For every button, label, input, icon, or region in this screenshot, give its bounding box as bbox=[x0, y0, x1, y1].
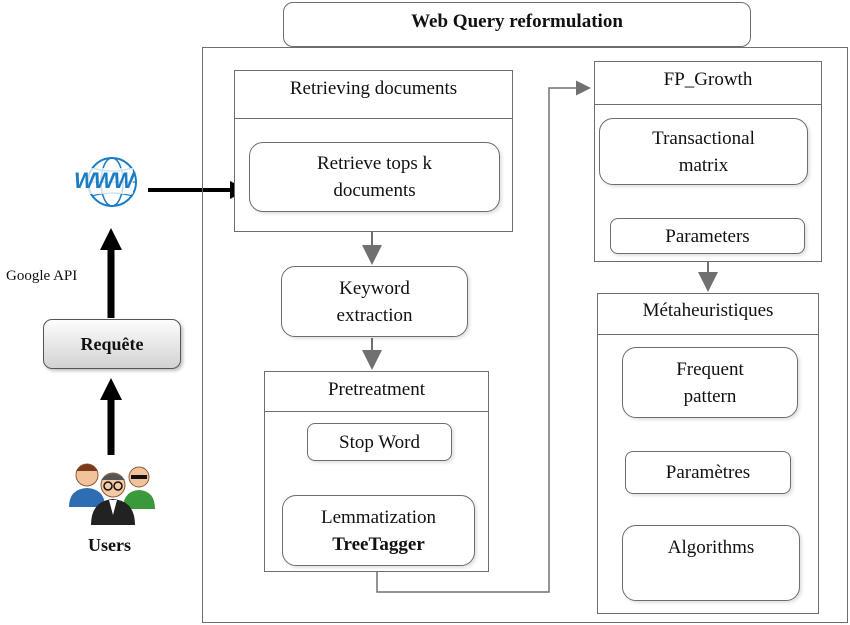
lemmatization-label: Lemmatization bbox=[320, 506, 436, 528]
diagram-title: Web Query reformulation bbox=[411, 11, 623, 32]
lemmatization-box: Lemmatization TreeTagger bbox=[282, 495, 475, 566]
main-container bbox=[202, 47, 848, 623]
metaheuristiques-header: Métaheuristiques bbox=[598, 294, 818, 335]
frequent-pattern-box: Frequent pattern bbox=[622, 347, 798, 418]
retrieve-tops-k-box: Retrieve tops k documents bbox=[249, 142, 500, 212]
keyword-extraction-line2: extraction bbox=[336, 304, 413, 326]
users-icon bbox=[63, 455, 163, 527]
users-to-requete-arrow bbox=[100, 378, 122, 455]
google-api-label: Google API bbox=[6, 268, 78, 284]
frequent-line1: Frequent bbox=[676, 358, 744, 380]
www-globe-icon: WWW bbox=[72, 146, 148, 216]
parameters-box: Parameters bbox=[610, 218, 805, 254]
requete-to-www-arrow bbox=[100, 228, 122, 318]
stop-word-label: Stop Word bbox=[339, 431, 420, 453]
title-box: Web Query reformulation bbox=[283, 2, 751, 47]
parametres-label: Paramètres bbox=[665, 462, 751, 483]
transactional-line2: matrix bbox=[678, 154, 729, 176]
parametres-box: Paramètres bbox=[625, 451, 791, 494]
pretreatment-to-fpgrowth-connector bbox=[376, 80, 591, 593]
requete-button[interactable]: Requête bbox=[43, 319, 181, 369]
transactional-matrix-box: Transactional matrix bbox=[599, 118, 808, 185]
pretreatment-header: Pretreatment bbox=[265, 372, 488, 412]
algorithms-box: Algorithms bbox=[622, 525, 800, 601]
retrieve-tops-k-line2: documents bbox=[333, 180, 416, 201]
keyword-extraction-line1: Keyword bbox=[339, 277, 410, 299]
www-icon-text: WWW bbox=[74, 168, 134, 194]
fp-growth-header: FP_Growth bbox=[595, 62, 821, 105]
treetagger-label: TreeTagger bbox=[332, 533, 425, 555]
users-label: Users bbox=[88, 535, 131, 555]
transactional-line1: Transactional bbox=[652, 127, 755, 149]
retrieve-tops-k-line1: Retrieve tops k bbox=[316, 153, 433, 174]
requete-label: Requête bbox=[80, 333, 144, 354]
frequent-line2: pattern bbox=[683, 385, 737, 407]
retrieving-documents-header: Retrieving documents bbox=[235, 71, 512, 119]
keyword-extraction-box: Keyword extraction bbox=[281, 266, 468, 337]
stop-word-box: Stop Word bbox=[307, 423, 452, 461]
algorithms-label: Algorithms bbox=[667, 537, 755, 558]
parameters-label: Parameters bbox=[665, 225, 750, 247]
